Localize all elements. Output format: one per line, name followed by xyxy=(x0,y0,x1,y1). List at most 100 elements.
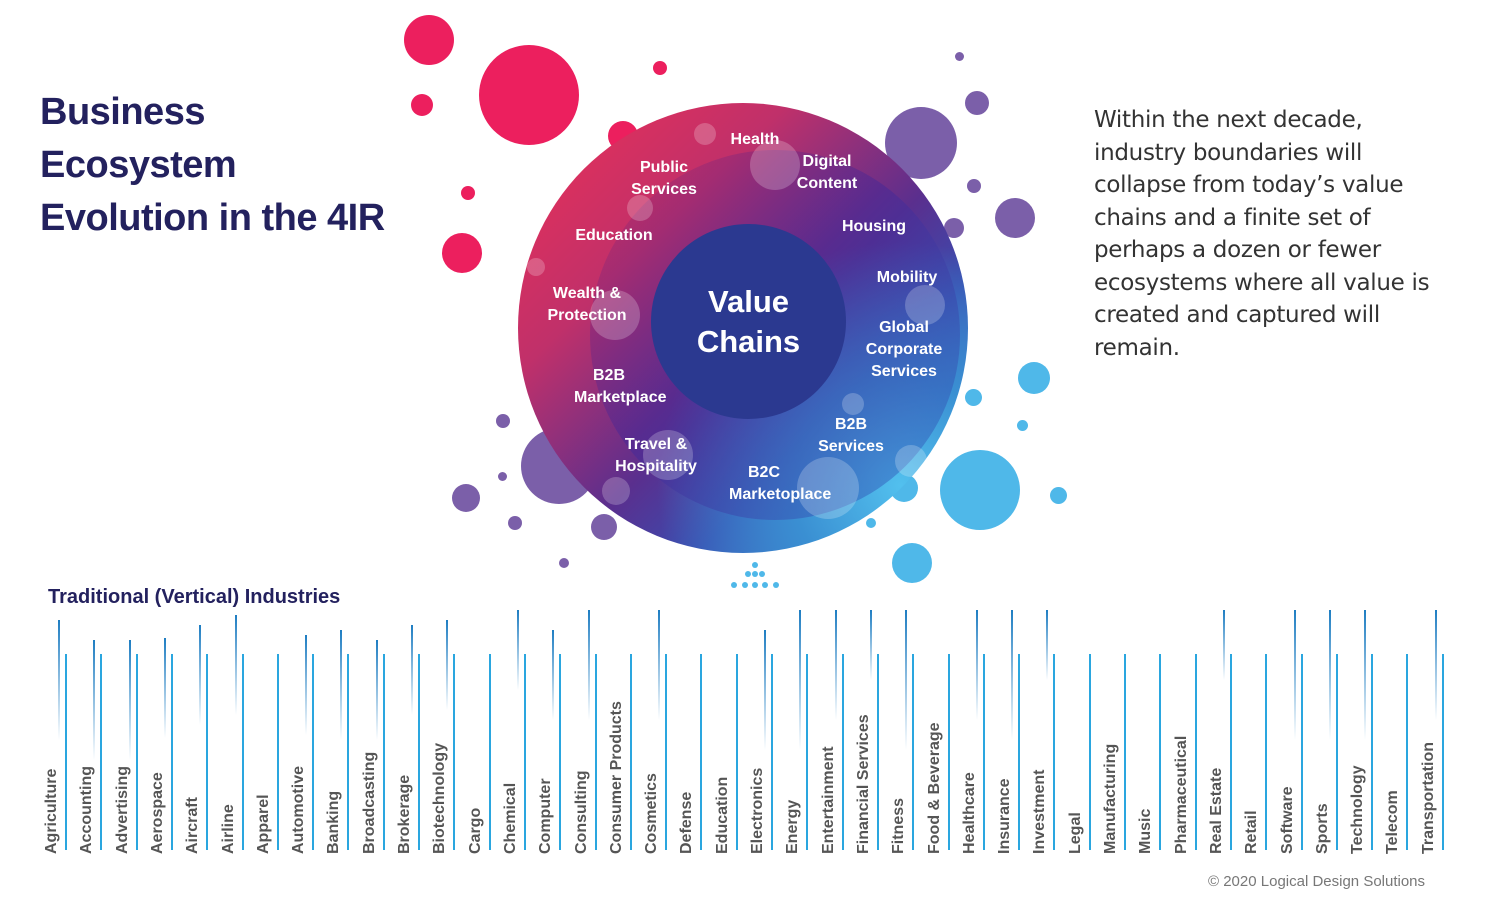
industry-line xyxy=(135,654,138,850)
industry-accent-line xyxy=(764,630,766,750)
industry-item: Banking xyxy=(325,610,364,854)
industry-line xyxy=(771,654,773,850)
industry-line xyxy=(453,654,456,850)
industry-accent-line xyxy=(905,610,908,750)
industry-line xyxy=(1441,654,1444,850)
industry-label: Food & Beverage xyxy=(925,722,943,854)
industry-item: Investment xyxy=(1031,610,1070,854)
industry-accent-line xyxy=(1046,610,1049,680)
glow-bubble xyxy=(694,123,716,145)
ecosystem-label-mobility: Mobility xyxy=(876,269,938,286)
industry-item: Consumer Products xyxy=(608,610,647,854)
industry-line xyxy=(1018,654,1021,850)
bubble xyxy=(965,389,982,406)
industry-accent-line xyxy=(446,620,449,710)
industry-label: Investment xyxy=(1031,769,1049,854)
bubble xyxy=(1017,420,1028,431)
industry-item: Apparel xyxy=(255,610,294,854)
bubble xyxy=(866,518,876,528)
industry-accent-line xyxy=(128,640,131,760)
ecosystem-label-public-services: Public Services xyxy=(631,159,697,198)
industry-item: Fitness xyxy=(890,610,929,854)
industry-label: Real Estate xyxy=(1207,767,1225,854)
industry-accent-line xyxy=(305,635,308,735)
industry-accent-line xyxy=(375,640,378,740)
industry-item: Financial Services xyxy=(855,610,894,854)
industry-line xyxy=(1229,654,1232,850)
industry-line xyxy=(1406,654,1409,850)
industry-item: Manufacturing xyxy=(1102,610,1141,854)
industry-accent-line xyxy=(1434,610,1437,720)
ecosystem-label-wealth-protection: Wealth & Protection xyxy=(547,285,627,324)
industry-item: Entertainment xyxy=(820,610,859,854)
industry-item: Accounting xyxy=(78,610,117,854)
bubble xyxy=(404,15,454,65)
industry-item: Automotive xyxy=(290,610,329,854)
bubble xyxy=(479,45,579,145)
industry-line xyxy=(665,654,668,850)
industry-line xyxy=(170,654,173,850)
industry-label: Fitness xyxy=(890,797,908,854)
industry-item: Pharmaceutical xyxy=(1173,610,1212,854)
bubble xyxy=(967,179,981,193)
industry-label: Retail xyxy=(1243,810,1261,854)
industry-line xyxy=(276,654,279,850)
glow-bubble xyxy=(905,285,945,325)
industry-item: Brokerage xyxy=(396,610,435,854)
industry-item: Cosmetics xyxy=(643,610,682,854)
industry-accent-line xyxy=(1222,610,1225,680)
glow-bubble xyxy=(627,195,653,221)
page-title: Business Ecosystem Evolution in the 4IR xyxy=(40,86,385,245)
industry-label: Electronics xyxy=(749,767,766,854)
industry-accent-line xyxy=(1011,610,1014,740)
ecosystem-label-b2c-marketoplace: B2C Marketoplace xyxy=(729,464,832,503)
industry-label: Education xyxy=(713,776,731,854)
industries-heading: Traditional (Vertical) Industries xyxy=(48,586,341,608)
industry-label: Airline xyxy=(219,804,237,854)
industry-accent-line xyxy=(658,610,661,720)
industry-label: Legal xyxy=(1066,812,1084,854)
ecosystem-label-global-corporate-services: Global Corporate Services xyxy=(865,319,943,380)
industry-line xyxy=(312,654,315,850)
bubble xyxy=(498,472,507,481)
industry-accent-line xyxy=(834,610,837,720)
industry-label: Sports xyxy=(1313,803,1331,854)
industry-line xyxy=(347,654,350,850)
title-line-2: Ecosystem xyxy=(40,144,237,186)
ecosystem-label-digital-content: Digital Content xyxy=(796,153,858,192)
industry-line xyxy=(1124,654,1126,850)
industry-item: Electronics xyxy=(749,610,788,854)
industry-line xyxy=(735,654,738,850)
industry-label: Automotive xyxy=(290,766,308,854)
industry-label: Financial Services xyxy=(854,714,872,854)
industry-accent-line xyxy=(93,640,96,760)
industry-item: Broadcasting xyxy=(361,610,400,854)
industry-line xyxy=(806,654,809,850)
description-text: Within the next decade, industry boundar… xyxy=(1094,107,1430,361)
industry-accent-line xyxy=(869,610,872,680)
industry-item: Legal xyxy=(1067,610,1106,854)
industry-accent-line xyxy=(516,610,519,690)
industry-item: Airline xyxy=(220,610,259,854)
glow-bubble xyxy=(643,430,693,480)
industry-line xyxy=(912,654,915,850)
industry-line xyxy=(1300,654,1303,850)
industry-accent-line xyxy=(234,615,237,715)
industry-item: Energy xyxy=(784,610,823,854)
glow-bubble xyxy=(750,140,800,190)
industry-line xyxy=(1088,654,1091,850)
industry-item: Telecom xyxy=(1384,610,1423,854)
industry-accent-line xyxy=(1328,610,1331,740)
industry-line xyxy=(841,654,844,850)
glow-bubble xyxy=(842,393,864,415)
title-line-1: Business xyxy=(40,91,205,133)
industry-line xyxy=(947,654,950,850)
industry-label: Broadcasting xyxy=(360,751,378,854)
industry-item: Real Estate xyxy=(1208,610,1247,854)
industry-line xyxy=(629,654,632,850)
industry-label: Aircraft xyxy=(184,797,202,854)
bubble xyxy=(653,61,667,75)
bubble xyxy=(944,218,964,238)
industry-accent-line xyxy=(587,610,590,720)
